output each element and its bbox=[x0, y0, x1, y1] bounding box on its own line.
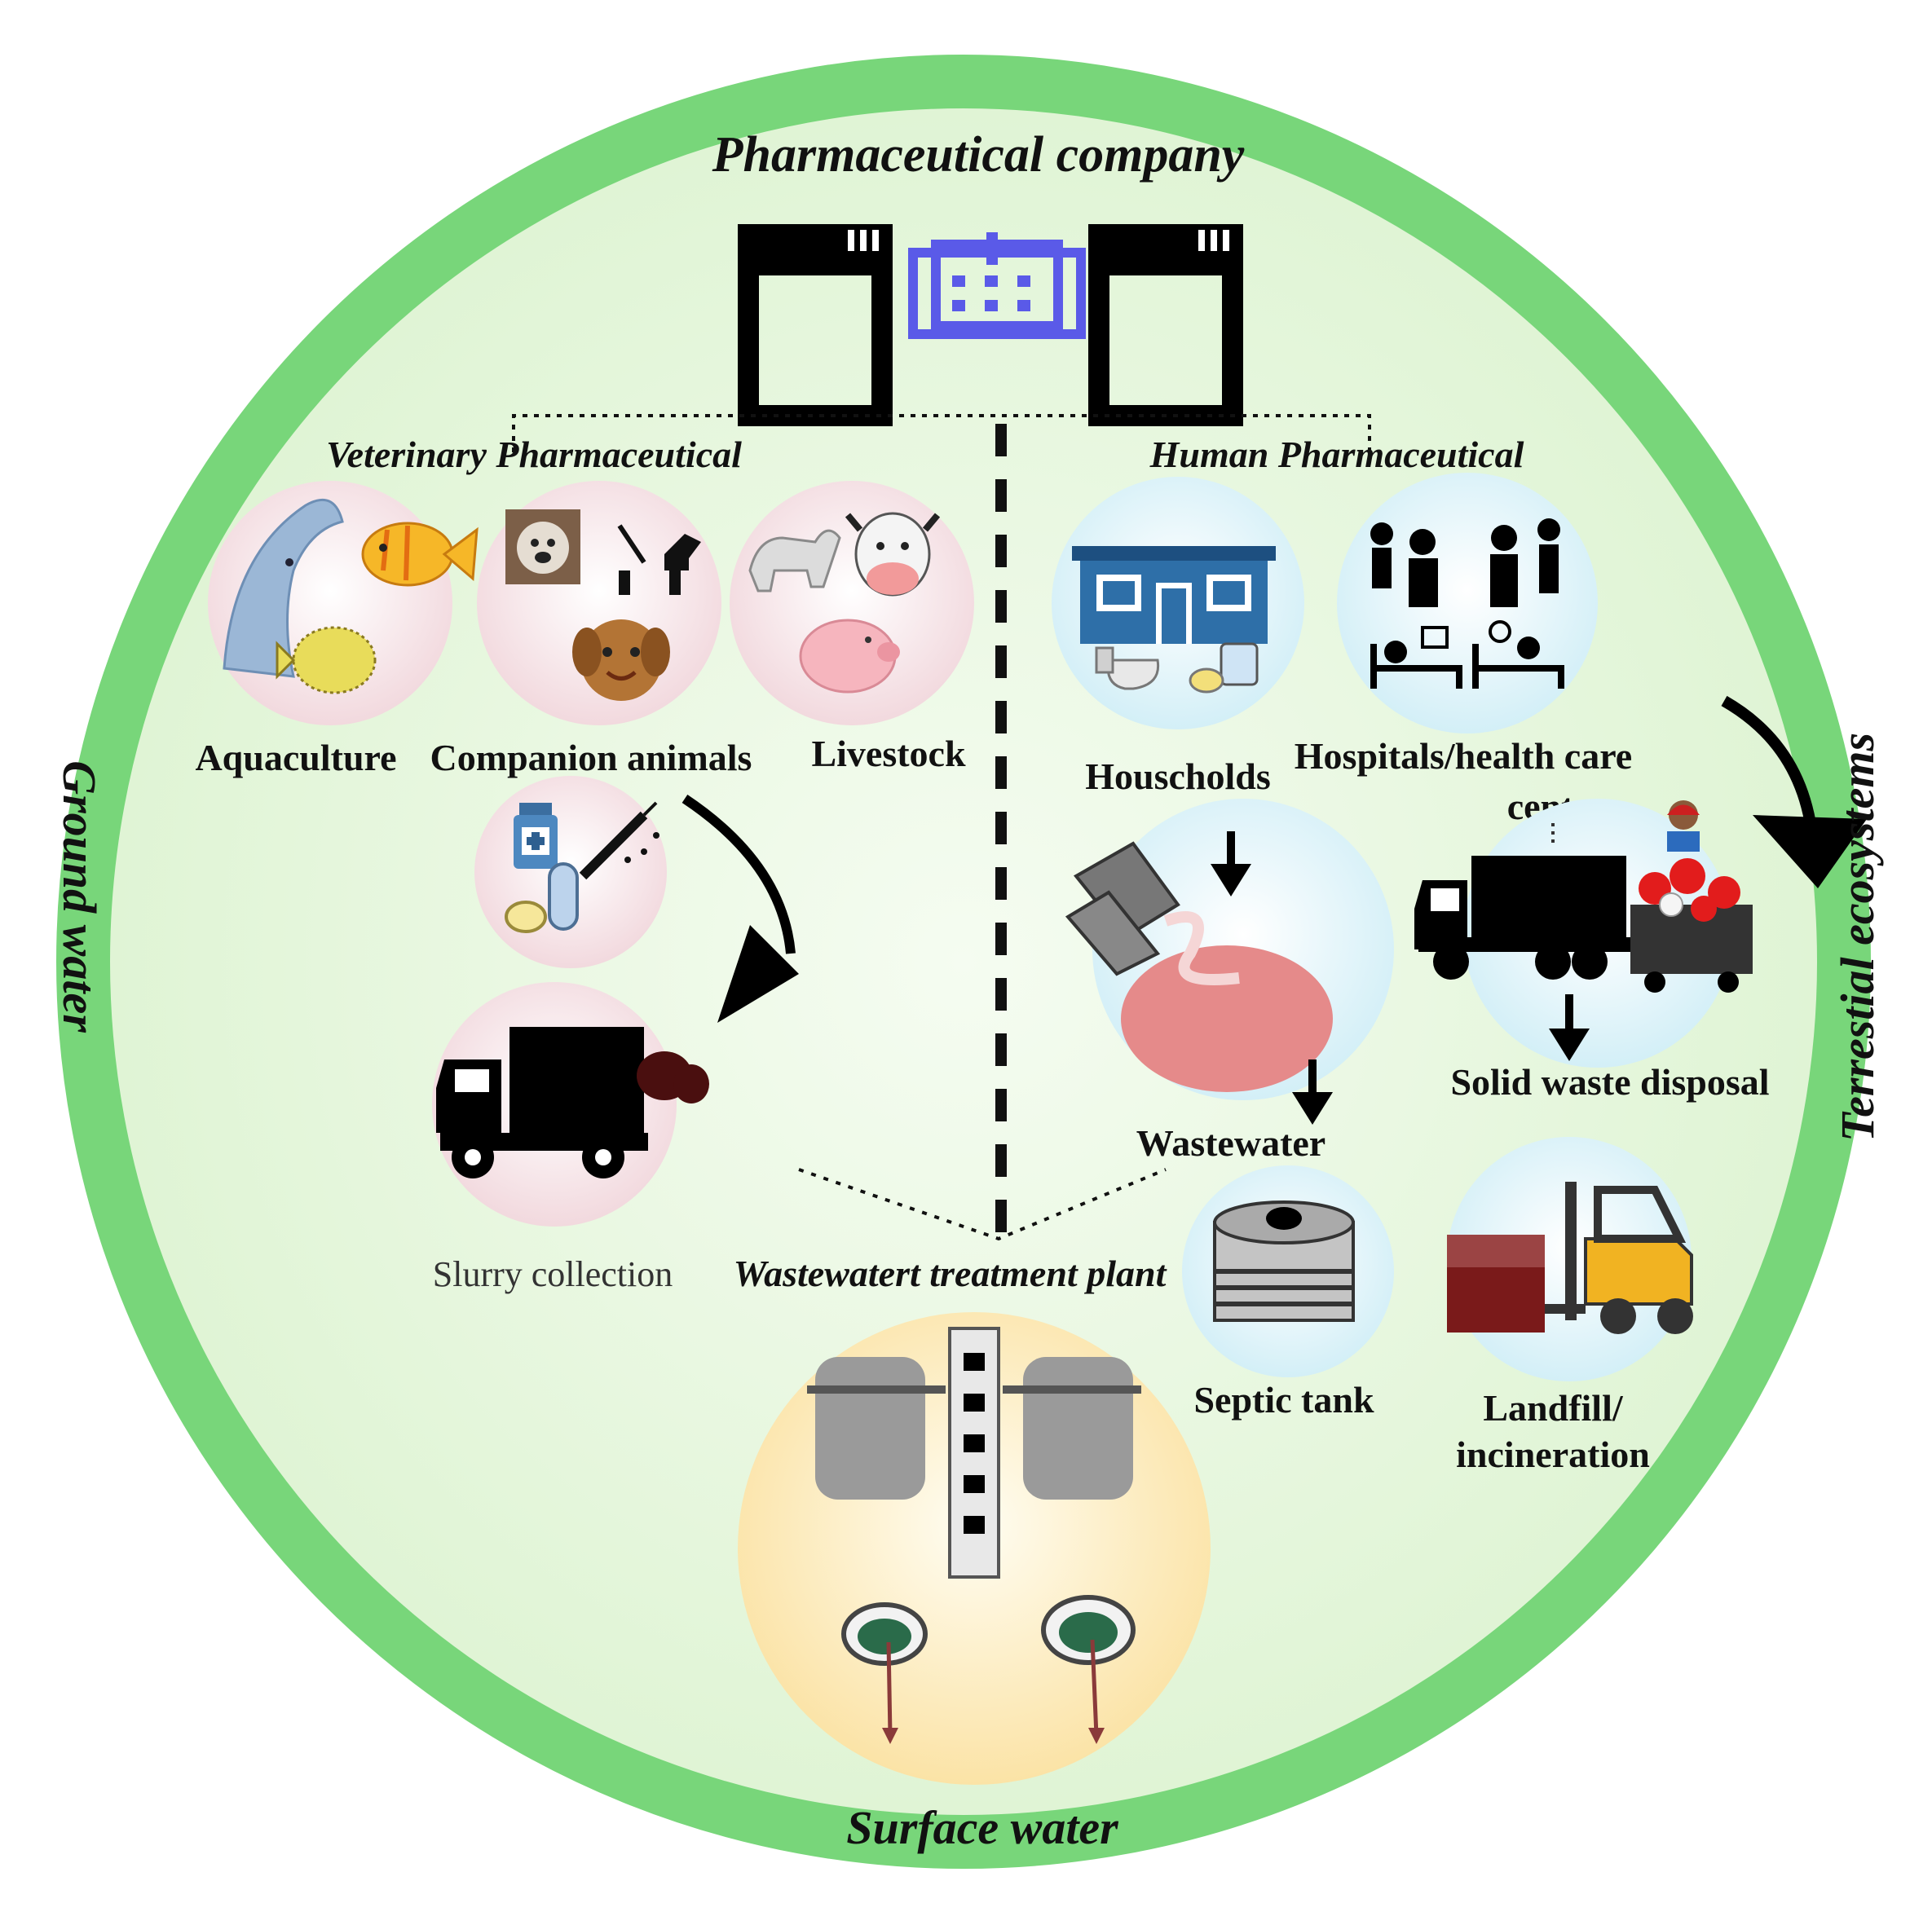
slurry-truck-node bbox=[432, 982, 709, 1227]
wastewater-pool-icon bbox=[1121, 945, 1333, 1092]
right-outlet-icon bbox=[1041, 1595, 1136, 1744]
slurry-blob-icon bbox=[637, 1051, 709, 1103]
landfill-label-1: Landfill/ bbox=[1483, 1387, 1624, 1429]
solid-waste-label: Solid waste disposal bbox=[1450, 1061, 1769, 1103]
capsule-icon bbox=[548, 862, 579, 931]
septic-tank-icon bbox=[1213, 1200, 1355, 1322]
landfill-label-2: incineration bbox=[1456, 1434, 1650, 1475]
septic-label: Septic tank bbox=[1193, 1379, 1374, 1421]
dolphin-icon bbox=[223, 498, 344, 678]
households-node bbox=[1052, 477, 1304, 729]
dog-walking-icon bbox=[607, 524, 701, 595]
goat-icon bbox=[748, 529, 841, 592]
down-arrow-icon bbox=[1549, 994, 1590, 1061]
waste-block-icon bbox=[1447, 1235, 1545, 1333]
company-title: Pharmaceutical company bbox=[712, 127, 1245, 183]
patient-icon bbox=[1517, 637, 1540, 659]
curved-arrow-left bbox=[681, 795, 799, 1023]
hospitals-node bbox=[1337, 473, 1598, 733]
companion-animals-label: Companion animals bbox=[430, 737, 752, 778]
flow-stream-icon bbox=[1163, 911, 1240, 985]
treatment-tanks-icon bbox=[807, 1327, 1141, 1579]
wwtp-node bbox=[738, 1312, 1211, 1785]
left-medicine-bottle-icon bbox=[738, 224, 893, 426]
wwtp-label: Wastewatert treatment plant bbox=[734, 1253, 1167, 1294]
truck-icon bbox=[436, 1027, 648, 1178]
terrestrial-label: Terrestial ecosystems bbox=[1831, 733, 1884, 1142]
wastewater-label: Wastewater bbox=[1136, 1122, 1325, 1164]
medical-waste-bin-icon bbox=[1630, 858, 1753, 993]
livestock-node bbox=[730, 481, 974, 725]
aquaculture-node bbox=[208, 481, 479, 725]
wastewater-node bbox=[1065, 799, 1394, 1125]
medication-node bbox=[474, 776, 667, 968]
pill-bottle-icon bbox=[514, 803, 558, 869]
solid-waste-node bbox=[1414, 799, 1753, 1068]
hospital-building-icon bbox=[908, 232, 1086, 339]
left-outlet-icon bbox=[841, 1602, 928, 1744]
septic-tank-node bbox=[1182, 1165, 1394, 1377]
companion-animals-node bbox=[477, 481, 721, 725]
slurry-label: Slurry collection bbox=[433, 1254, 673, 1294]
hospital-bed-icon bbox=[1370, 620, 1564, 689]
doctor-patient-icon bbox=[1370, 518, 1560, 607]
down-arrow-icon bbox=[1292, 1059, 1333, 1125]
pufferfish-icon bbox=[276, 626, 377, 694]
tablet-icon bbox=[505, 901, 547, 933]
veterinary-label: Veterinary Pharmaceutical bbox=[326, 434, 742, 475]
toilet-icon bbox=[1095, 646, 1160, 690]
fish-icon bbox=[361, 522, 479, 587]
wwtp-convergence-lines bbox=[798, 1168, 1167, 1241]
pipe-icon bbox=[1065, 841, 1180, 976]
landfill-node bbox=[1447, 1137, 1693, 1381]
human-label: Human Pharmaceutical bbox=[1149, 434, 1524, 475]
pug-icon bbox=[505, 509, 580, 584]
garbage-truck-icon bbox=[1414, 856, 1630, 980]
livestock-label: Livestock bbox=[811, 733, 966, 774]
pig-icon bbox=[799, 619, 900, 694]
syringe-icon bbox=[579, 801, 659, 880]
worker-icon bbox=[1667, 800, 1700, 852]
house-icon bbox=[1072, 546, 1276, 644]
ground-water-label: Ground water bbox=[53, 760, 106, 1033]
patient-icon bbox=[1384, 641, 1407, 663]
households-label: Houscholds bbox=[1085, 755, 1271, 797]
forklift-icon bbox=[1545, 1182, 1693, 1334]
curved-arrow-right bbox=[1721, 695, 1867, 888]
hospitals-label-1: Hospitals/health care bbox=[1295, 735, 1632, 777]
surface-water-label: Surface water bbox=[846, 1801, 1118, 1854]
down-arrow-icon bbox=[1211, 831, 1251, 896]
cow-face-icon bbox=[845, 512, 941, 597]
aquaculture-label: Aquaculture bbox=[195, 737, 396, 778]
puppy-face-icon bbox=[572, 619, 670, 701]
medicine-home-icon bbox=[1189, 642, 1259, 694]
